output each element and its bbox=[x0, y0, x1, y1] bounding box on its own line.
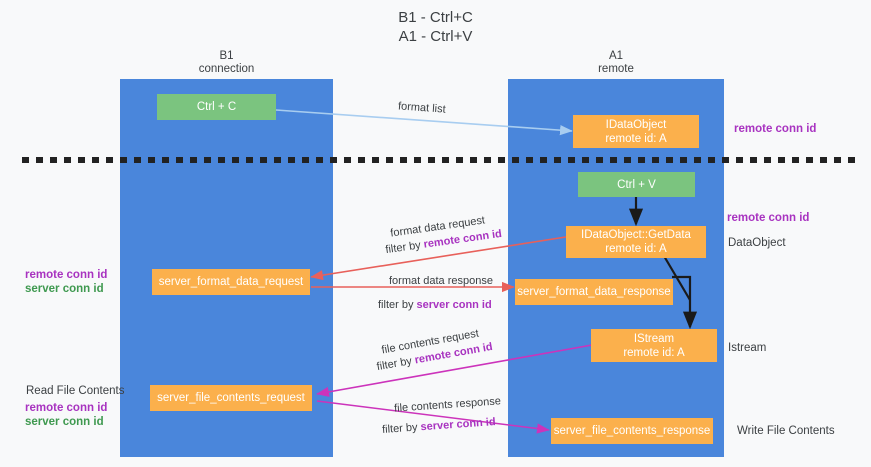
node-server-file-contents-request[interactable]: server_file_contents_request bbox=[150, 385, 312, 411]
label-left-remote-conn-id-bottom: remote conn id bbox=[25, 402, 108, 414]
label-left-server-conn-id-bottom: server conn id bbox=[25, 416, 104, 428]
lane-header-b1-subtitle: connection bbox=[198, 63, 255, 75]
label-left-server-conn-id-mid: server conn id bbox=[25, 283, 104, 295]
node-ctrl-v[interactable]: Ctrl + V bbox=[578, 172, 695, 197]
filter-prefix: filter by bbox=[375, 354, 416, 374]
node-remote-idataobject[interactable]: IDataObject remote id: A bbox=[573, 115, 699, 148]
label-read-file-contents: Read File Contents bbox=[26, 385, 125, 397]
edge-label-file-contents-response: file contents response bbox=[393, 395, 502, 415]
node-server-file-contents-response[interactable]: server_file_contents_response bbox=[551, 418, 713, 444]
diagram-title-line-1: B1 - Ctrl+C bbox=[398, 9, 473, 26]
node-server-format-data-response[interactable]: server_format_data_response bbox=[515, 279, 673, 305]
node-ctrl-c[interactable]: Ctrl + C bbox=[157, 94, 276, 120]
lane-header-a1-title: A1 bbox=[608, 50, 624, 62]
lane-header-b1-title: B1 bbox=[219, 50, 234, 62]
edge-label-file-contents-response-filter: filter by server conn id bbox=[382, 415, 496, 437]
node-idataobject-getdata[interactable]: IDataObject::GetData remote id: A bbox=[566, 226, 706, 258]
filter-value-server-conn-id: server conn id bbox=[420, 416, 496, 434]
label-write-file-contents: Write File Contents bbox=[737, 425, 835, 437]
label-left-remote-conn-id-mid: remote conn id bbox=[25, 269, 108, 281]
filter-value-server-conn-id: server conn id bbox=[416, 299, 492, 311]
edge-label-format-data-response-filter: filter by server conn id bbox=[378, 298, 492, 312]
label-remote-conn-id-mid: remote conn id bbox=[727, 212, 810, 224]
node-server-format-data-request[interactable]: server_format_data_request bbox=[152, 269, 310, 295]
edge-label-format-data-response: format data response bbox=[389, 275, 493, 287]
filter-prefix: filter by bbox=[384, 238, 425, 257]
node-istream[interactable]: IStream remote id: A bbox=[591, 329, 717, 362]
label-remote-conn-id-top: remote conn id bbox=[734, 123, 817, 135]
filter-prefix: filter by bbox=[378, 299, 417, 311]
label-istream: Istream bbox=[728, 342, 767, 354]
filter-prefix: filter by bbox=[381, 421, 421, 436]
lane-header-a1-subtitle: remote bbox=[598, 63, 634, 75]
label-dataobject: DataObject bbox=[728, 237, 786, 249]
edge-label-format-list: format list bbox=[397, 100, 447, 116]
diagram-title-line-2: A1 - Ctrl+V bbox=[398, 28, 473, 45]
